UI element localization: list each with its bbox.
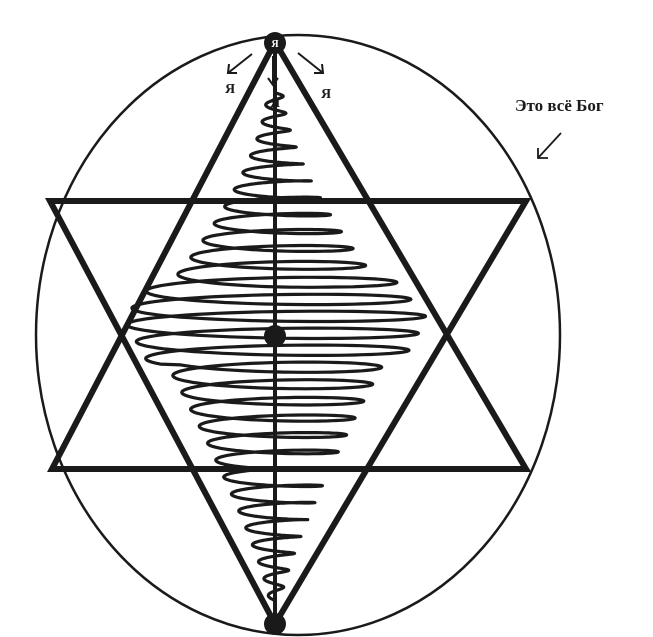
- outer-oval: [36, 35, 560, 635]
- arrow-left-icon: [228, 54, 252, 73]
- right-label: Я: [321, 87, 331, 102]
- top-node-label: Я: [271, 39, 279, 50]
- bottom-node: [264, 613, 286, 635]
- downward-triangle: [50, 201, 526, 624]
- caption-arrow-icon: [538, 133, 561, 158]
- arrow-right-icon: [298, 53, 323, 73]
- caption: Это всё Бог: [515, 96, 604, 115]
- left-label: Я: [225, 82, 235, 97]
- center-node: [264, 325, 286, 347]
- center-label: Я: [270, 96, 280, 111]
